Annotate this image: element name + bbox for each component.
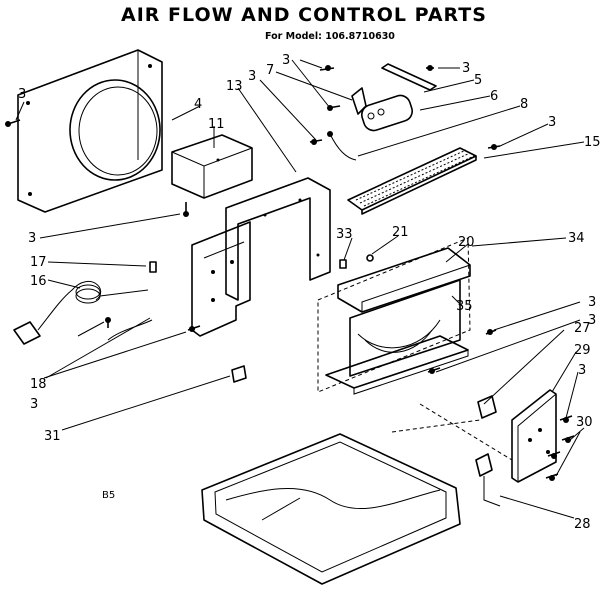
callout-label: 27 <box>574 321 591 336</box>
callout-label: 31 <box>44 429 61 444</box>
callout-label: 28 <box>574 517 591 532</box>
page-code: B5 <box>102 490 116 501</box>
callout-label: 20 <box>458 235 475 250</box>
callout-labels: 3 4 11 13 3 7 3 3 5 6 8 3 15 3 33 21 20 … <box>18 53 601 532</box>
screw-set <box>5 65 575 481</box>
callout-label: 4 <box>194 97 202 112</box>
callout-label: 11 <box>208 117 225 132</box>
clip <box>231 365 247 383</box>
switch-bracket <box>475 389 557 507</box>
control-mounting-plate <box>191 221 251 337</box>
callout-label: 5 <box>474 73 482 88</box>
base-pan <box>201 403 513 585</box>
callout-label: 3 <box>588 313 596 328</box>
callout-label: 3 <box>30 397 38 412</box>
leader-lines <box>15 59 585 519</box>
callout-label: 3 <box>18 87 26 102</box>
callout-label: 30 <box>576 415 593 430</box>
capacitor-assembly <box>351 63 437 132</box>
callout-label: 33 <box>336 227 353 242</box>
diagram-title: AIR FLOW AND CONTROL PARTS <box>121 4 487 26</box>
callout-label: 3 <box>548 115 556 130</box>
control-box <box>171 134 253 199</box>
air-filter <box>347 147 477 215</box>
model-number: For Model: 106.8710630 <box>265 31 395 42</box>
callout-label: 35 <box>456 299 473 314</box>
callout-label: 3 <box>462 61 470 76</box>
callout-label: 6 <box>490 89 498 104</box>
front-grille-panel <box>17 49 163 213</box>
callout-label: 13 <box>226 79 243 94</box>
callout-label: 17 <box>30 255 47 270</box>
callout-label: 16 <box>30 274 47 289</box>
callout-label: 8 <box>520 97 528 112</box>
ground-wire <box>107 261 157 341</box>
callout-label: 3 <box>588 295 596 310</box>
blower-housing <box>317 237 471 395</box>
callout-label: 15 <box>584 135 601 150</box>
wire-harness <box>327 131 357 161</box>
callout-label: 3 <box>578 363 586 378</box>
control-panel-bracket <box>225 177 331 301</box>
callout-label: 34 <box>568 231 585 246</box>
callout-label: 18 <box>30 377 47 392</box>
callout-label: 3 <box>248 69 256 84</box>
power-cord <box>13 280 149 345</box>
callout-label: 29 <box>574 343 591 358</box>
callout-label: 3 <box>28 231 36 246</box>
callout-label: 3 <box>282 53 290 68</box>
callout-label: 21 <box>392 225 409 240</box>
callout-label: 7 <box>266 63 274 78</box>
